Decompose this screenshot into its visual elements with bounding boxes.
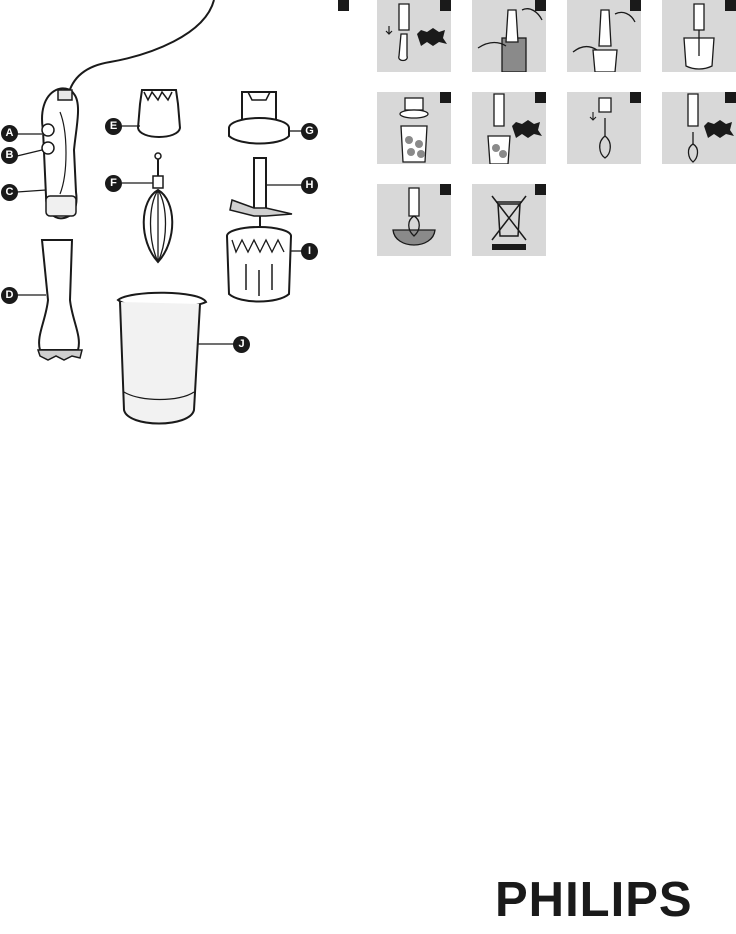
step-number-marker xyxy=(630,0,641,11)
part-label-f: F xyxy=(105,175,122,192)
step-panel-5 xyxy=(377,92,451,164)
step-panel-6 xyxy=(472,92,546,164)
step-panel-7 xyxy=(567,92,641,164)
brand-logo: PHILIPS xyxy=(495,876,735,925)
step-number-marker xyxy=(440,0,451,11)
part-label-i: I xyxy=(301,243,318,260)
beaker-drawing xyxy=(120,302,200,424)
part-label-g: G xyxy=(301,123,318,140)
step-panel-8 xyxy=(662,92,736,164)
chopper-lid-drawing xyxy=(242,92,276,120)
part-label-b: B xyxy=(1,147,18,164)
step-panel-3 xyxy=(567,0,641,72)
step-number-marker xyxy=(725,0,736,11)
step-panel-1 xyxy=(377,0,451,72)
parts-overview-illustration xyxy=(0,0,360,440)
step-number-marker xyxy=(725,92,736,103)
part-label-a: A xyxy=(1,125,18,142)
step-panel-10 xyxy=(472,184,546,256)
part-label-h: H xyxy=(301,177,318,194)
section-marker xyxy=(338,0,349,11)
step-panel-2 xyxy=(472,0,546,72)
step-panel-9 xyxy=(377,184,451,256)
step-number-marker xyxy=(535,184,546,195)
step-number-marker xyxy=(630,92,641,103)
part-label-e: E xyxy=(105,118,122,135)
step-number-marker xyxy=(535,92,546,103)
step-number-marker xyxy=(440,184,451,195)
step-number-marker xyxy=(440,92,451,103)
part-label-j: J xyxy=(233,336,250,353)
part-label-d: D xyxy=(1,287,18,304)
step-number-marker xyxy=(535,0,546,11)
part-label-c: C xyxy=(1,184,18,201)
step-panel-4 xyxy=(662,0,736,72)
